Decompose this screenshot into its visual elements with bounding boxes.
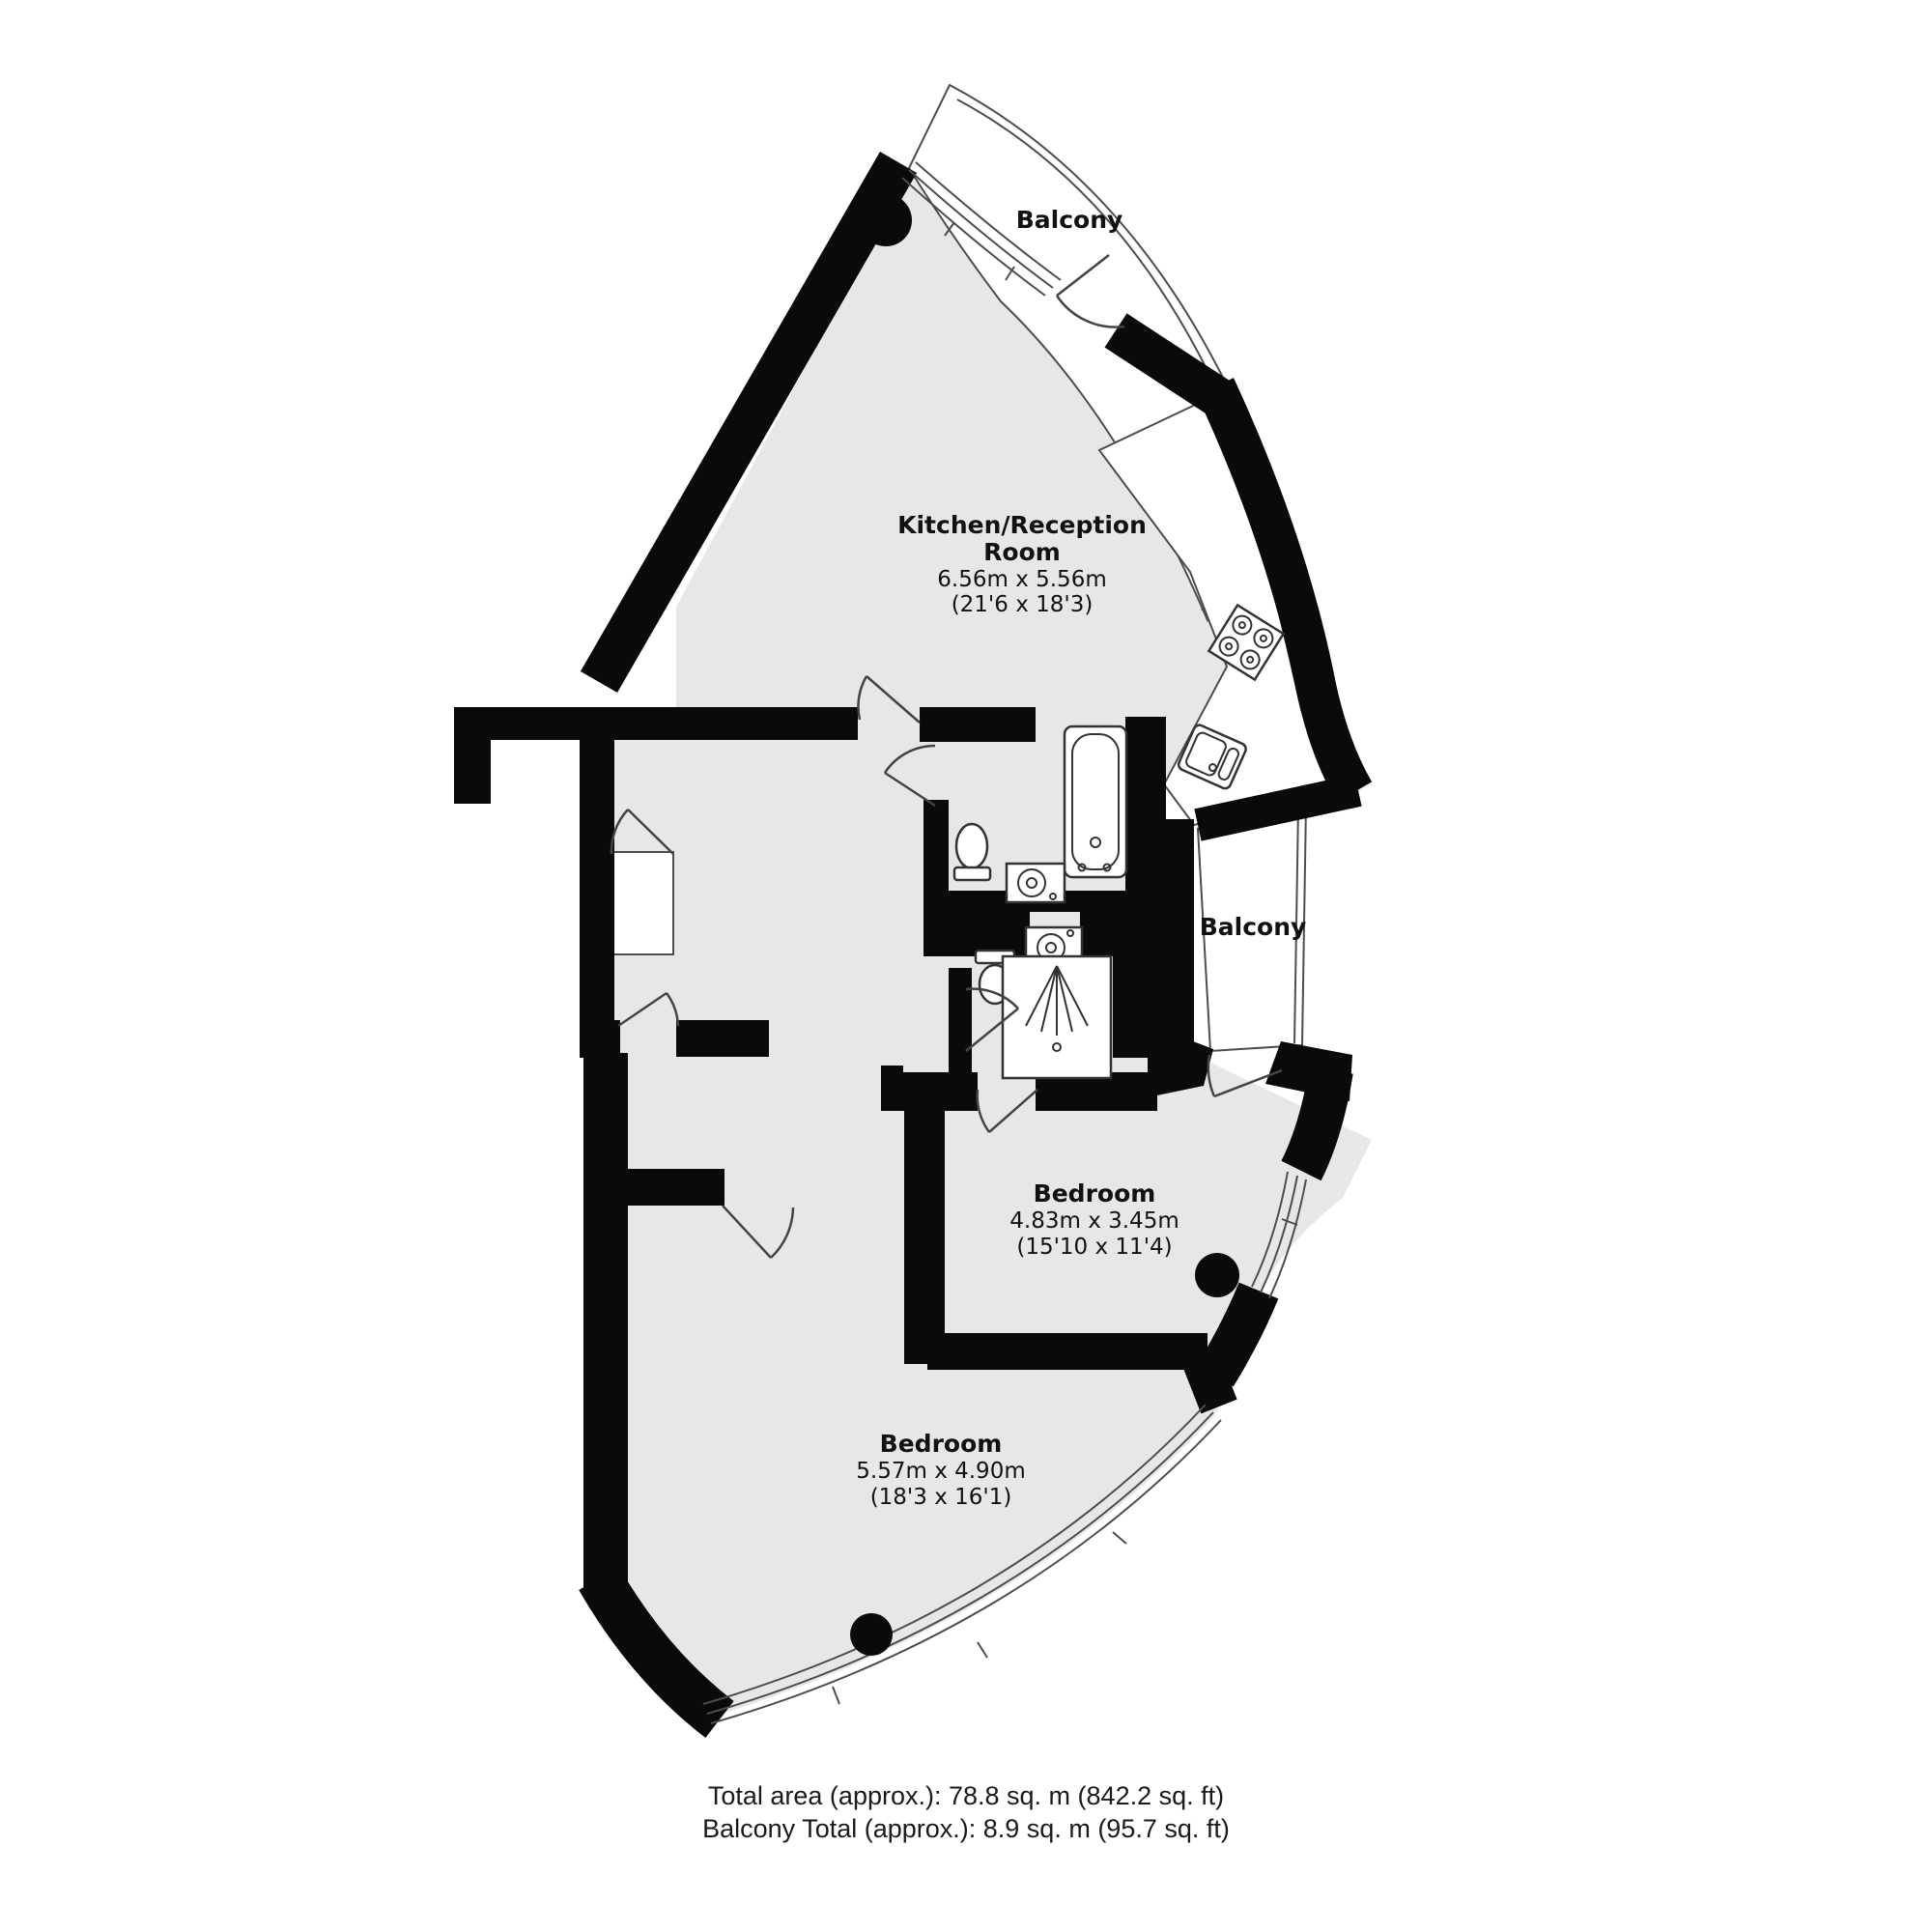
columns (850, 194, 1239, 1656)
wall-entrance-right (676, 1020, 769, 1057)
wall-topleft-diagonal (580, 152, 918, 693)
wall-shower-top-left (923, 906, 1030, 956)
summary: Total area (approx.): 78.8 sq. m (842.2 … (702, 1781, 1230, 1843)
wall-hall-top-left (454, 707, 858, 740)
entrance-door (617, 991, 680, 1028)
wall-bed2-bottom (927, 1333, 1208, 1370)
kitchen-door (857, 675, 921, 724)
doors (610, 254, 1283, 1259)
bedroom-middle-label: Bedroom (1034, 1179, 1156, 1208)
kitchen-dims-imperial: (21'6 x 18'3) (952, 592, 1094, 617)
balcony-right-door (1207, 1054, 1283, 1098)
wall-kitchen-sink-diagonal (1194, 774, 1362, 841)
kitchen-dims-metric: 6.56m x 5.56m (937, 567, 1106, 592)
column-top (860, 194, 912, 246)
total-area-text: Total area (approx.): 78.8 sq. m (842.2 … (708, 1781, 1224, 1810)
balcony-top-label: Balcony (1016, 206, 1123, 234)
shower-room-door (965, 987, 1019, 1052)
toilet-icon (952, 822, 992, 882)
wall-kitchen-curve (1196, 378, 1373, 803)
fixtures (952, 603, 1286, 1080)
column-bedroom-bottom (850, 1613, 893, 1656)
wall-right-gapfill (1157, 819, 1194, 1061)
kitchen-window (901, 161, 1062, 297)
shower-icon (1001, 954, 1113, 1080)
wall-left-nib (454, 707, 491, 804)
wall-lobby-left (580, 720, 614, 1058)
wall-balcony-door-jamb (1104, 313, 1231, 415)
kitchen-sink-icon (1177, 724, 1247, 790)
wall-entrance-left (580, 1020, 620, 1057)
wall-bed2-left (904, 1072, 945, 1364)
bedroom-bottom-dims-metric: 5.57m x 4.90m (856, 1459, 1025, 1484)
balcony-total-text: Balcony Total (approx.): 8.9 sq. m (95.7… (702, 1814, 1230, 1843)
bathroom-door (883, 744, 936, 808)
wall-shower-left (949, 968, 972, 1084)
cupboard-door (610, 809, 674, 855)
wall-hall-top-right (920, 707, 1036, 742)
balcony-right-parapet-line (1293, 805, 1299, 1044)
windows (702, 161, 1307, 1724)
wall-balcony2-left-piece (1148, 1024, 1213, 1097)
bedroom-middle-window (1251, 1171, 1307, 1299)
wall-hall-stub (628, 1169, 724, 1206)
bedroom-middle-door (976, 1089, 1038, 1133)
bathtub-icon (1063, 724, 1128, 879)
bathroom-sink-icon (1005, 862, 1066, 904)
bedroom-middle-dims-imperial: (15'10 x 11'4) (1016, 1235, 1172, 1260)
walls (454, 152, 1373, 1739)
bedroom-bottom-window (702, 1404, 1222, 1724)
entrance-recess (611, 851, 674, 955)
wall-bathroom-left (923, 800, 949, 908)
column-bedroom-middle (1195, 1253, 1239, 1297)
wall-bed2-window-top (1281, 1066, 1353, 1181)
wall-left-lower (583, 1053, 628, 1594)
labels: Balcony Kitchen/Reception Room 6.56m x 5… (856, 206, 1306, 1510)
kitchen-label-line2: Room (983, 538, 1061, 566)
balcony-top-door (1055, 254, 1125, 328)
wall-bed2-window-bottom (1197, 1282, 1279, 1387)
wall-bottomleft-diagonal (579, 1566, 734, 1739)
bedroom-bottom-door (722, 1205, 795, 1259)
bedroom-bottom-label: Bedroom (880, 1430, 1003, 1458)
bedroom-middle-dims-metric: 4.83m x 3.45m (1009, 1208, 1179, 1234)
kitchen-label-line1: Kitchen/Reception (897, 511, 1147, 539)
balcony-right-label: Balcony (1200, 913, 1307, 941)
hob-icon (1207, 603, 1286, 682)
bedroom-bottom-dims-imperial: (18'3 x 16'1) (870, 1485, 1012, 1510)
